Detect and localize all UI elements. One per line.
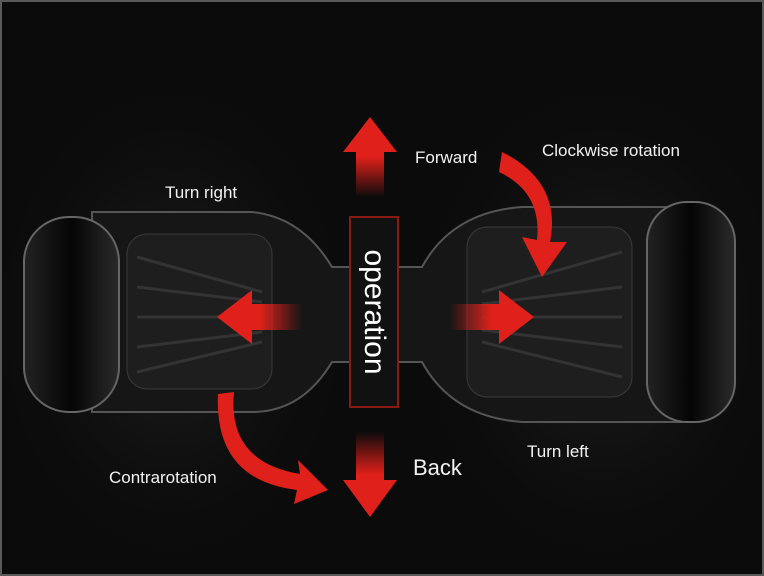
operation-label-box: operation [349, 216, 399, 408]
back-arrow [343, 432, 397, 517]
contrarotation-label: Contrarotation [109, 468, 217, 487]
right-wheel-cover [646, 201, 736, 423]
left-wheel-cover [23, 216, 120, 413]
clockwise-arrow [499, 152, 567, 277]
clockwise-label: Clockwise rotation [542, 141, 680, 160]
forward-arrow [343, 117, 397, 197]
turn-right-label: Turn right [165, 183, 238, 202]
forward-label: Forward [415, 148, 478, 167]
back-label: Back [413, 455, 462, 480]
turn-left-arrow [450, 290, 534, 344]
turn-right-arrow [217, 290, 302, 344]
turn-left-label: Turn left [527, 442, 589, 461]
contrarotation-arrow [217, 392, 328, 504]
operation-label: operation [358, 249, 391, 375]
